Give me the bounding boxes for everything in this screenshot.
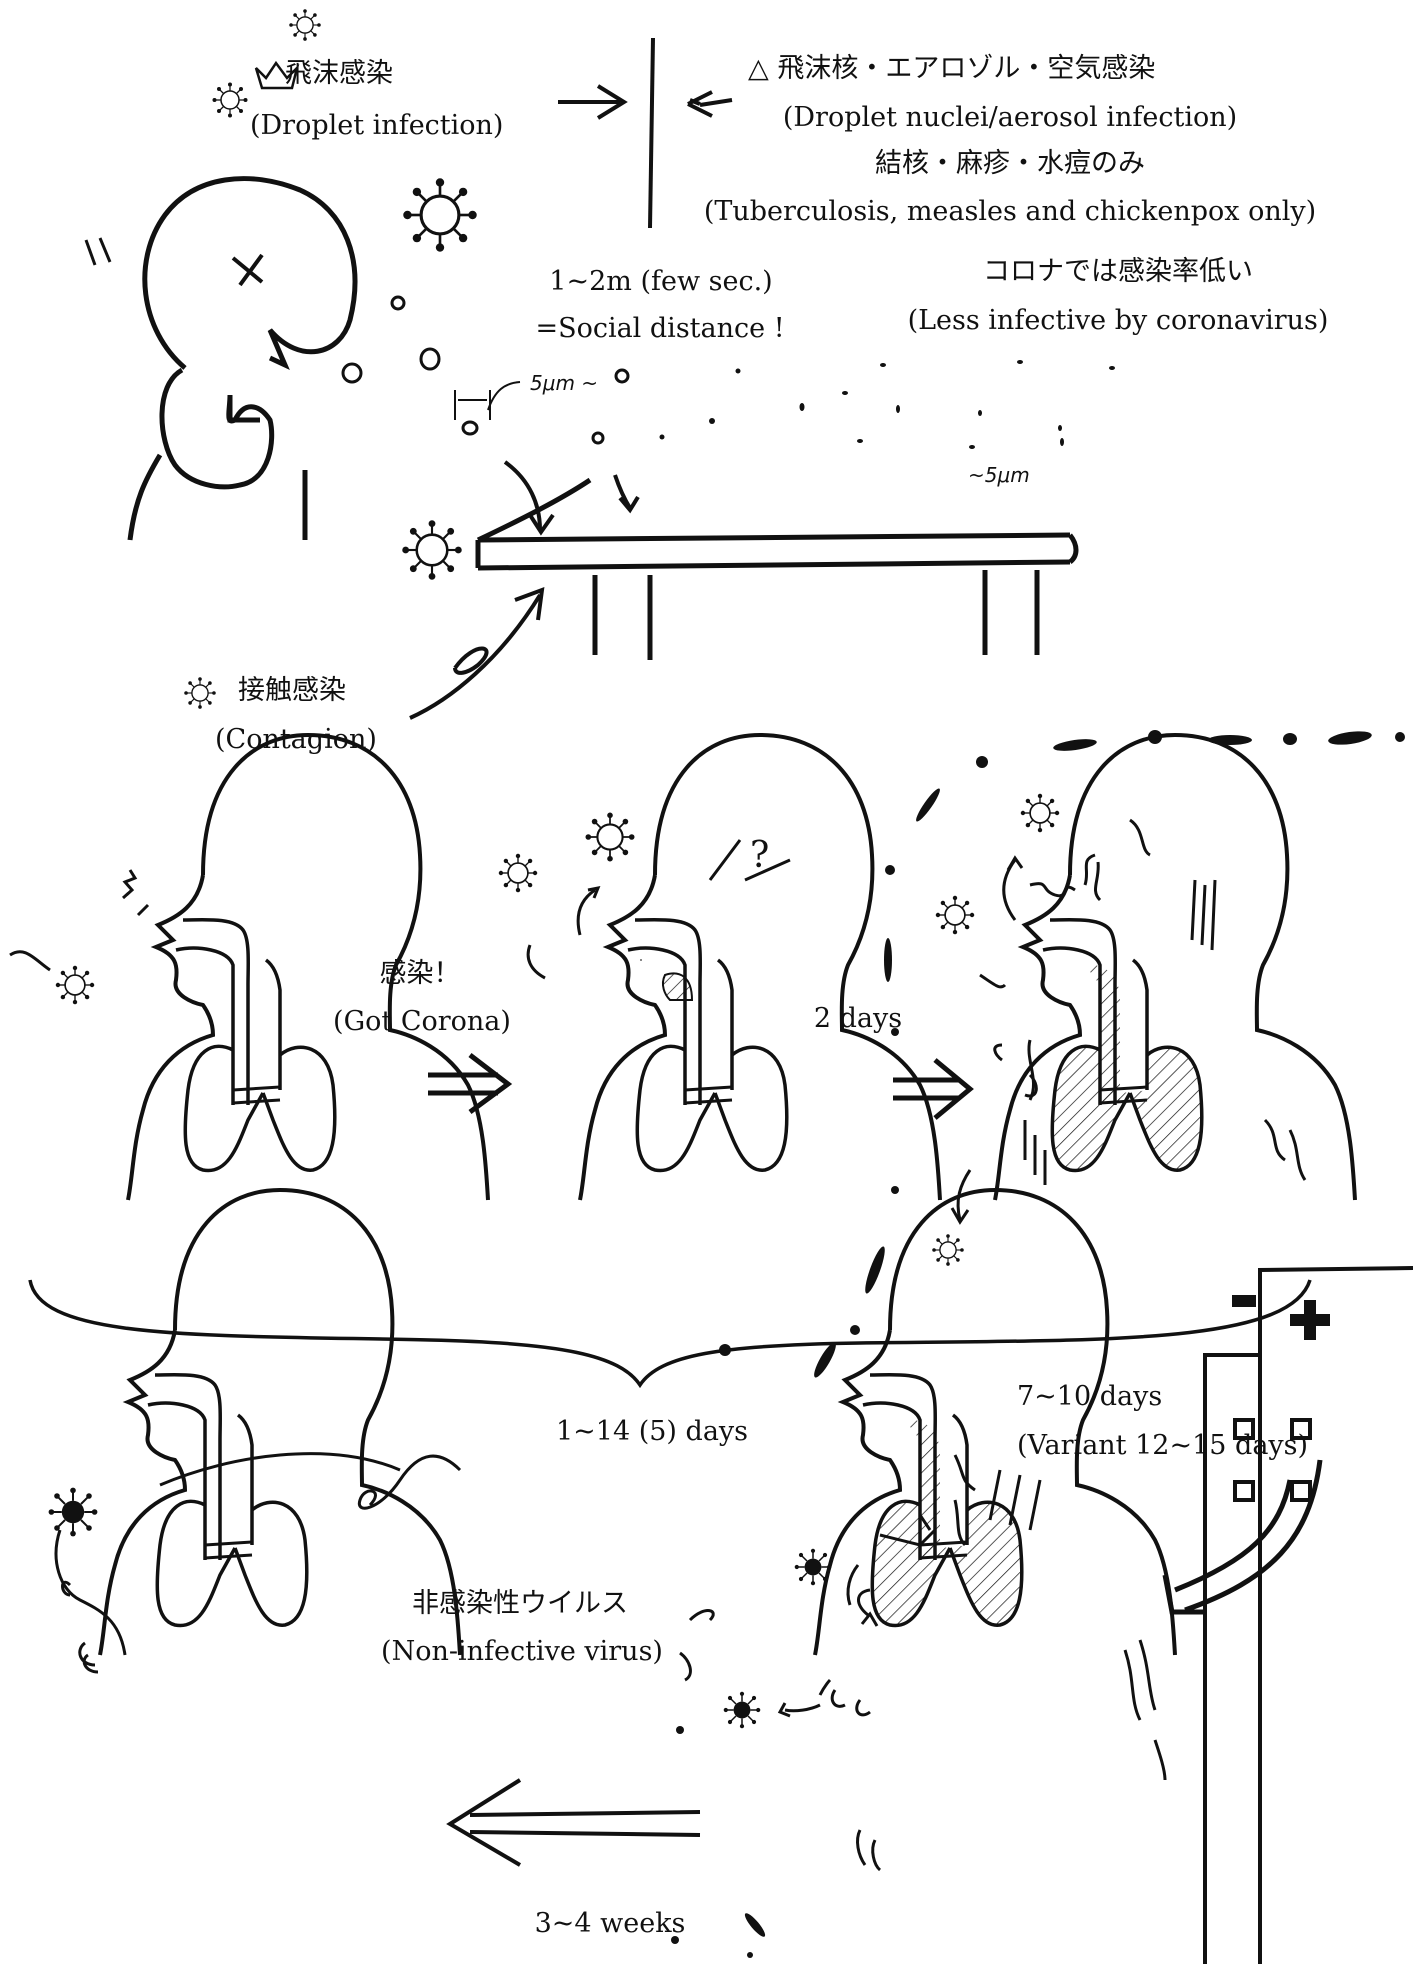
table [475,477,1079,660]
contact-en: (Contagion) [215,724,377,755]
transition-dots [719,730,1405,1378]
person-infected [578,733,942,1202]
infected-en: (Got Corona) [333,1006,511,1037]
noninfective-jp: 非感染性ウイルス [412,1588,628,1619]
distance-line2: =Social distance ! [535,313,785,344]
contact-jp: 接触感染 [238,675,346,706]
arrow-recovery [446,1778,701,1867]
corona-low-en: (Less infective by coronavirus) [907,305,1329,336]
aerosol-en2: (Tuberculosis, measles and chickenpox on… [703,196,1317,227]
droplets [341,295,630,445]
bottom-squiggles [54,1452,1167,1872]
person-hospital [813,1188,1177,1657]
severe-line2: (Variant 12~15 days) [1017,1430,1309,1461]
contact-arrow [409,586,545,720]
infected-jp: 感染！ [379,958,461,989]
person-severe [993,733,1357,1202]
middle-viruses [54,792,1061,1267]
middle-squiggles [9,818,1307,1225]
hospital-building [1203,1266,1413,1964]
noninfective-en: (Non-infective virus) [381,1636,663,1667]
bottom-dots [671,1726,766,1958]
aerosol-en: (Droplet nuclei/aerosol infection) [782,102,1238,133]
aerosol-particles [659,360,1115,449]
question-mark: ? [750,835,770,876]
virus-icon-large [401,176,479,254]
incubation-brace [28,1279,1312,1389]
virus-icon-table [400,518,464,582]
aerosol-jp2: 結核・麻疹・水痘のみ [875,148,1145,179]
size-marker [454,381,521,420]
person-recovered [98,1188,462,1657]
aerosol-jp: △ 飛沫核・エアロゾル・空気感染 [748,53,1156,84]
corona-low-jp: コロナでは感染率低い [983,256,1253,287]
arrow-infected [428,1053,513,1115]
severe-line1: 7~10 days [1017,1381,1163,1412]
droplet-en: (Droplet infection) [250,110,504,141]
distance-line1: 1~2m (few sec.) [549,266,773,297]
contact-virus-icon [183,676,217,710]
divider-arrows [558,37,733,229]
droplet-jp: 飛沫感染 [285,58,393,89]
arrow-2days [893,1058,974,1120]
size-large-label: 5μm ~ [530,371,599,395]
crown-icon [254,60,300,90]
incubation-label: 1~14 (5) days [555,1416,749,1447]
recovery-label: 3~4 weeks [534,1908,686,1939]
fall-arrows [503,460,640,536]
size-small-label: ~5μm [968,463,1030,487]
coughing-person [84,176,358,541]
two-days-label: 2 days [813,1003,903,1034]
